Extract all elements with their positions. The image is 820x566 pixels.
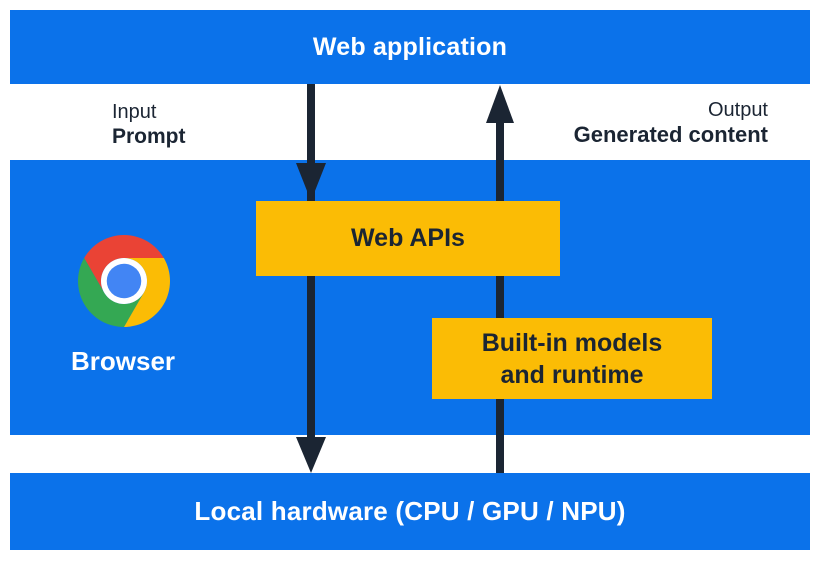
input-value-prompt: Prompt xyxy=(112,125,186,148)
output-caption: Output xyxy=(707,99,768,121)
output-label-group: Output Generated content xyxy=(574,98,768,148)
output-flow-arrow-line xyxy=(496,120,504,473)
input-flow-arrowhead-bottom-icon xyxy=(296,437,326,473)
web-apis-label: Web APIs xyxy=(351,224,465,252)
input-label-group: Input Prompt xyxy=(112,100,186,150)
builtin-models-label-line2: and runtime xyxy=(500,360,644,389)
web-application-band: Web application xyxy=(10,10,810,84)
builtin-models-box: Built-in models and runtime xyxy=(432,318,712,399)
local-hardware-title: Local hardware (CPU / GPU / NPU) xyxy=(194,496,626,526)
browser-label: Browser xyxy=(71,346,176,376)
web-application-title: Web application xyxy=(312,32,508,61)
chrome-logo-icon xyxy=(78,235,170,327)
output-value-generated-content: Generated content xyxy=(573,122,768,147)
builtin-models-label-line1: Built-in models xyxy=(481,328,663,357)
input-caption: Input xyxy=(112,101,157,123)
output-flow-arrowhead-icon xyxy=(486,85,514,123)
local-hardware-band: Local hardware (CPU / GPU / NPU) xyxy=(10,473,810,550)
web-apis-box: Web APIs xyxy=(256,201,560,276)
